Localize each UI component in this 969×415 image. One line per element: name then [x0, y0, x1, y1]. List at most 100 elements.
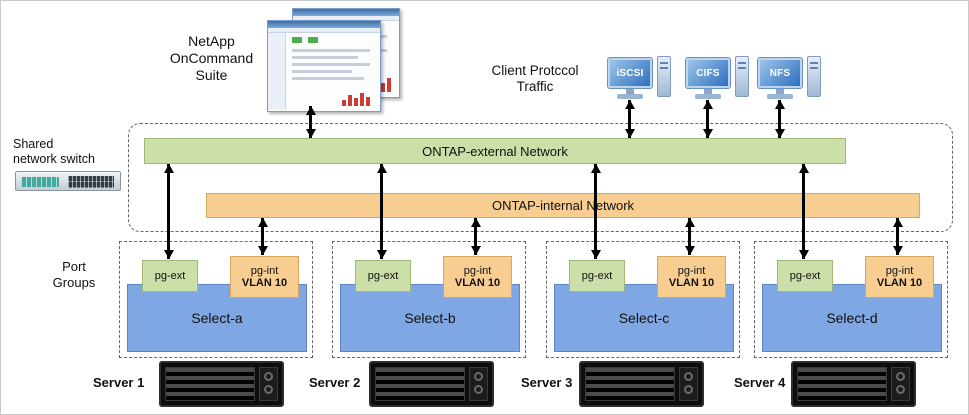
client-traffic-line2: Traffic [516, 79, 554, 94]
port-group-select-d: Select-d pg-ext pg-int VLAN 10 [754, 241, 948, 358]
pg-int-box: pg-int VLAN 10 [230, 256, 299, 298]
client-label: CIFS [696, 67, 720, 79]
computer-tower-icon [657, 56, 671, 97]
node-label: Select-b [404, 310, 456, 326]
oncommand-line1: NetApp [188, 33, 235, 49]
pg-ext-label: pg-ext [789, 270, 821, 282]
monitor-icon: NFS [757, 57, 803, 89]
external-network-label: ONTAP-external Network [422, 143, 568, 159]
server-2-chassis [369, 361, 494, 407]
client-label: NFS [769, 67, 791, 79]
monitor-base [767, 94, 793, 99]
oncommand-line3: Suite [195, 67, 228, 83]
client-label: iSCSI [616, 67, 644, 79]
server-2-label: Server 2 [309, 375, 361, 390]
network-switch-icon [15, 171, 121, 191]
server-panel [891, 367, 910, 401]
pg-int-label: pg-int [885, 265, 914, 277]
oncommand-line2: OnCommand [169, 50, 254, 66]
window-menubar [268, 28, 380, 33]
mini-bar-chart [342, 93, 370, 106]
client-cifs: CIFS [685, 56, 752, 102]
pg-ext-box: pg-ext [777, 260, 833, 292]
computer-tower-icon [735, 56, 749, 97]
client-traffic-label: Client Protccol Traffic [479, 63, 591, 95]
window-content [268, 33, 380, 110]
arrow-external-to-pgext-c [590, 164, 601, 259]
monitor-base [617, 94, 643, 99]
monitor-neck [626, 89, 634, 94]
client-nfs: NFS [757, 56, 824, 102]
server-panel [469, 367, 488, 401]
internal-network-label: ONTAP-internal Network [491, 198, 635, 213]
arrow-nfs-to-external [774, 100, 785, 138]
server-4-label: Server 4 [734, 375, 786, 390]
server-slots [375, 367, 465, 401]
arrow-external-to-pgext-d [798, 164, 809, 259]
network-boundary-box [128, 123, 953, 232]
monitor-neck [776, 89, 784, 94]
pg-int-label: pg-int [677, 265, 706, 277]
port-group-select-c: Select-c pg-ext pg-int VLAN 10 [546, 241, 740, 358]
pg-ext-box: pg-ext [142, 260, 198, 292]
arrow-external-to-pgext-b [376, 164, 387, 259]
arrow-iscsi-to-external [624, 100, 635, 138]
server-1-label: Server 1 [93, 375, 145, 390]
pg-ext-box: pg-ext [355, 260, 411, 292]
select-a-node: Select-a [127, 284, 307, 352]
pg-ext-label: pg-ext [581, 270, 613, 282]
switch-label-line1: Shared [13, 137, 54, 151]
switch-label-line2: network switch [13, 152, 95, 166]
monitor-icon: CIFS [685, 57, 731, 89]
server-slots [797, 367, 887, 401]
client-traffic-line1: Client Protccol [491, 63, 579, 78]
arrow-oncommand-to-external [305, 106, 316, 138]
pg-int-label: pg-int [250, 265, 279, 277]
arrow-internal-to-pgint-d [892, 218, 903, 255]
oncommand-suite-label: NetApp OnCommand Suite [149, 33, 274, 84]
shared-switch-label: Shared network switch [13, 137, 95, 167]
arrow-external-to-pgext-a [163, 164, 174, 259]
server-slots [585, 367, 675, 401]
window-titlebar [268, 21, 380, 28]
server-3-chassis [579, 361, 704, 407]
vlan-label: VLAN 10 [454, 277, 501, 289]
computer-tower-icon [807, 56, 821, 97]
port-group-select-b: Select-b pg-ext pg-int VLAN 10 [332, 241, 526, 358]
node-label: Select-a [191, 310, 243, 326]
switch-ports-right [68, 176, 114, 188]
window-titlebar [293, 9, 399, 16]
monitor-neck [704, 89, 712, 94]
pg-int-box: pg-int VLAN 10 [443, 256, 512, 298]
node-label: Select-c [618, 310, 670, 326]
server-panel [259, 367, 278, 401]
vlan-label: VLAN 10 [241, 277, 288, 289]
window-sidebar [268, 33, 286, 110]
ontap-external-network-bar: ONTAP-external Network [144, 138, 846, 164]
pg-ext-label: pg-ext [367, 270, 399, 282]
vlan-label: VLAN 10 [668, 277, 715, 289]
server-1-chassis [159, 361, 284, 407]
port-groups-label: Port Groups [43, 259, 105, 291]
oncommand-screenshot-front [267, 20, 381, 112]
port-groups-line2: Groups [52, 275, 96, 290]
port-group-select-a: Select-a pg-ext pg-int VLAN 10 [119, 241, 313, 358]
pg-int-box: pg-int VLAN 10 [865, 256, 934, 298]
switch-ports-left [21, 177, 59, 187]
client-iscsi: iSCSI [607, 56, 674, 102]
ontap-internal-network-bar: ONTAP-internal Network [206, 193, 920, 218]
pg-ext-label: pg-ext [154, 270, 186, 282]
arrow-internal-to-pgint-b [470, 218, 481, 255]
monitor-icon: iSCSI [607, 57, 653, 89]
arrow-internal-to-pgint-c [684, 218, 695, 255]
server-4-chassis [791, 361, 916, 407]
vlan-label: VLAN 10 [876, 277, 923, 289]
server-3-label: Server 3 [521, 375, 573, 390]
monitor-base [695, 94, 721, 99]
port-groups-line1: Port [62, 259, 86, 274]
pg-int-box: pg-int VLAN 10 [657, 256, 726, 298]
server-panel [679, 367, 698, 401]
arrow-internal-to-pgint-a [257, 218, 268, 255]
pg-int-label: pg-int [463, 265, 492, 277]
